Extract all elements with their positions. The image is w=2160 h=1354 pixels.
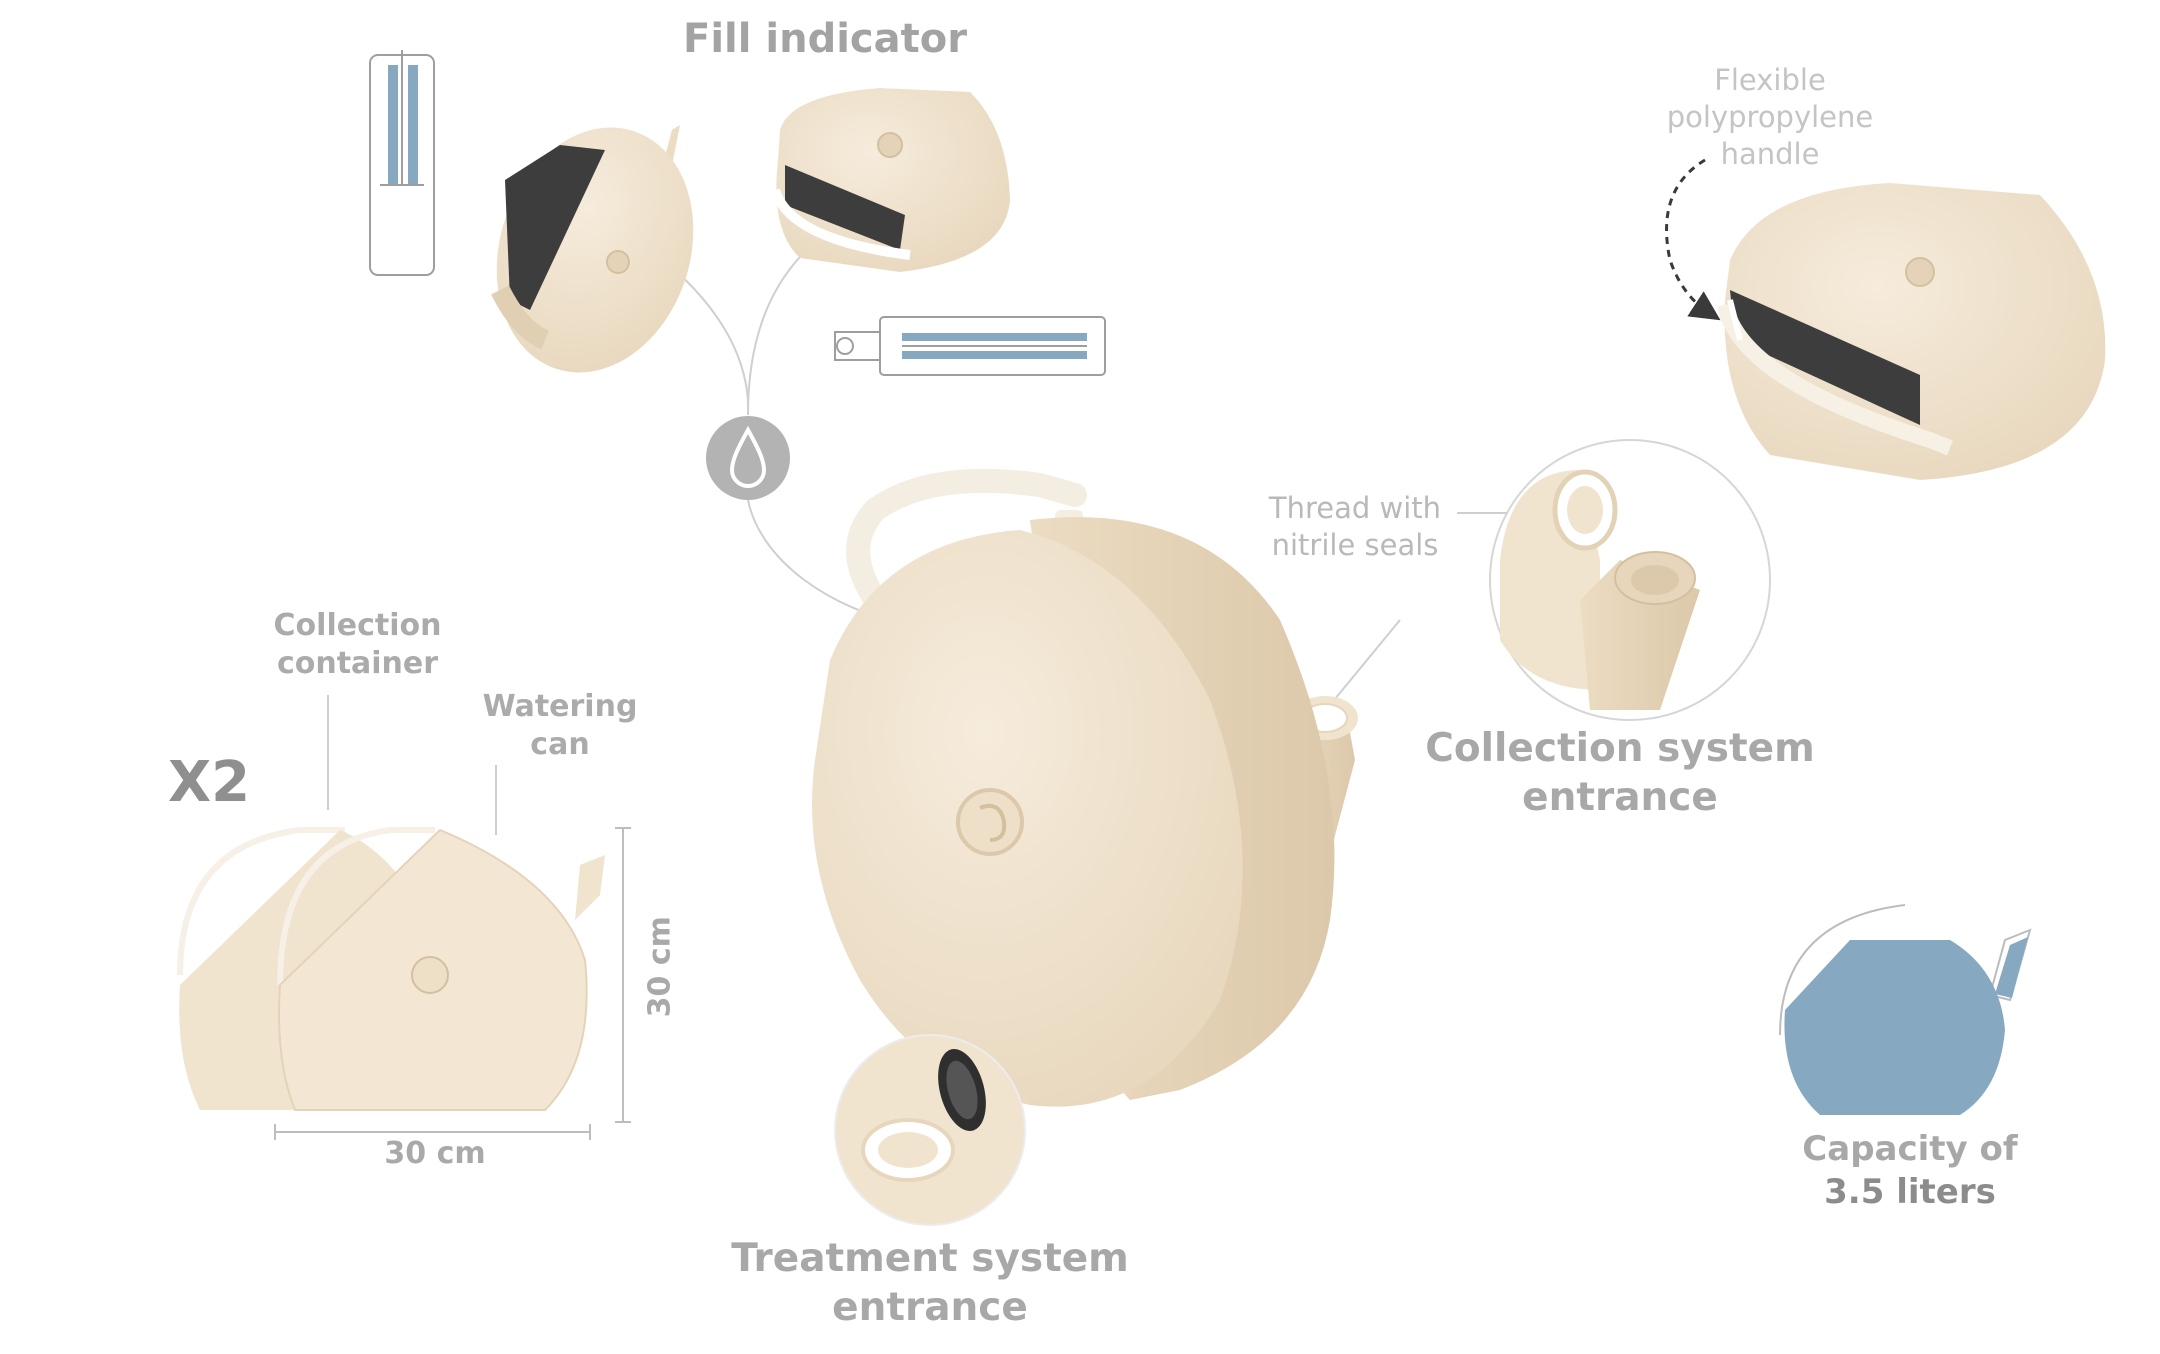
height-dimension-label: 30 cm — [642, 916, 678, 1018]
treatment-entrance-label: Treatment system entrance — [720, 1235, 1140, 1333]
collection-container-line2: container — [276, 645, 439, 681]
main-watering-can — [812, 468, 1358, 1107]
flexible-handle-line1: Flexible — [1714, 63, 1826, 97]
width-dimension-label: 30 cm — [384, 1136, 486, 1171]
handle-closeup-can — [1665, 158, 2106, 480]
watering-can-line1: Watering — [482, 689, 638, 724]
watering-can-line2: can — [530, 726, 590, 762]
flexible-handle-line2: polypropylene — [1666, 100, 1874, 135]
section-view-vertical — [369, 50, 435, 276]
capacity-label: Capacity of 3.5 liters — [1760, 1128, 2060, 1213]
water-drop-icon — [706, 416, 790, 500]
side-view-pair — [177, 695, 631, 1140]
watering-can-label: Watering can — [465, 688, 655, 763]
thread-line2: nitrile seals — [1271, 528, 1439, 563]
capacity-illustration — [1776, 901, 2032, 1115]
collection-entrance-label: Collection system entrance — [1400, 725, 1840, 823]
section-view-horizontal — [834, 316, 1106, 376]
collection-container-label: Collection container — [250, 607, 465, 682]
multiplier-label: X2 — [168, 750, 251, 815]
treatment-entrance-line2: entrance — [832, 1284, 1028, 1330]
capacity-line1: Capacity of — [1802, 1129, 2018, 1169]
thread-line1: Thread with — [1268, 491, 1442, 525]
fill-indicator-label: Fill indicator — [683, 16, 967, 62]
thread-label: Thread with nitrile seals — [1230, 490, 1480, 564]
collection-entrance-line1: Collection system — [1425, 726, 1815, 771]
collection-entrance-line2: entrance — [1522, 774, 1718, 820]
collection-closeup — [1489, 439, 1771, 721]
tilted-can-open — [491, 125, 694, 373]
treatment-closeup — [834, 1034, 1026, 1226]
flexible-handle-line3: handle — [1720, 137, 1820, 172]
collection-container-line1: Collection — [273, 608, 442, 643]
fill-indicator-can — [770, 88, 1010, 272]
treatment-entrance-line1: Treatment system — [731, 1236, 1129, 1281]
capacity-value: 3.5 liters — [1824, 1171, 1996, 1212]
flexible-handle-label: Flexible polypropylene handle — [1640, 62, 1900, 173]
